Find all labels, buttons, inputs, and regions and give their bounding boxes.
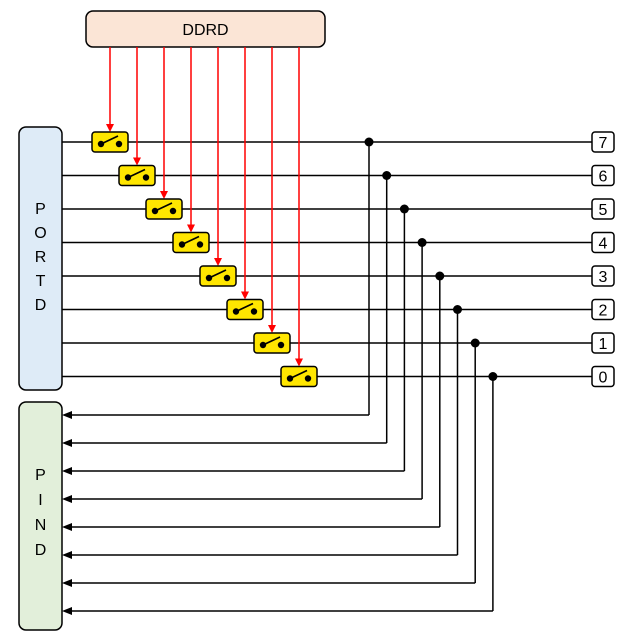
switch-icon [172,231,210,254]
arrow-head [62,607,72,615]
pin-number: 7 [599,135,608,152]
pin-number: 4 [599,236,608,253]
switch-icon [226,298,264,321]
switch-icon [118,164,156,187]
wiring [62,137,592,615]
junction-dot [399,204,409,214]
pin-number: 6 [599,169,608,186]
junction-dot [382,171,392,180]
arrow-head [62,523,72,531]
arrow-head [62,467,72,475]
switch-icon [253,332,291,354]
arrow-head [62,411,72,419]
pin-number-box: 4 [591,231,615,254]
arrow-head [62,551,72,559]
junction-dot [453,305,462,314]
pin-number-box: 7 [591,131,615,153]
pin-number: 1 [599,336,608,353]
switch-icon [199,265,237,287]
portd-letter: O [34,225,46,242]
pin-number-box: 5 [591,198,615,220]
pin-number-box: 6 [591,164,615,187]
pin-number: 0 [599,370,608,387]
ddrd-register-box: DDRD [85,10,326,48]
arrow-head [62,579,72,587]
junction-dot [364,137,374,147]
portd-letter: T [36,273,46,290]
pin-number-box: 3 [591,265,615,287]
pin-number-box: 0 [591,365,615,388]
junction-dot [417,238,427,247]
junction-dot [435,271,445,281]
pind-letter: D [35,542,47,559]
pin-labels: 7 6 5 4 3 2 1 0 [591,131,615,388]
switch-icon [91,131,129,153]
portd-letter: R [35,249,47,266]
pind-letter: P [35,467,46,484]
pind-letter: I [38,492,42,509]
portd-letter: P [35,201,46,218]
ddrd-control-lines [106,47,303,367]
junction-dot [488,372,498,381]
arrow-head [62,439,72,447]
portd-letter: D [35,297,47,314]
ddrd-label: DDRD [182,22,228,39]
switch-icon [280,365,318,388]
direction-switches [91,131,318,388]
switch-icon [145,198,183,220]
pin-number: 3 [599,269,608,286]
junction-dot [470,338,480,348]
pin-number: 5 [599,202,608,219]
pin-number-box: 1 [591,332,615,354]
pin-number-box: 2 [591,298,615,321]
pind-letter: N [35,517,47,534]
arrow-head [62,495,72,503]
pin-number: 2 [599,303,608,320]
